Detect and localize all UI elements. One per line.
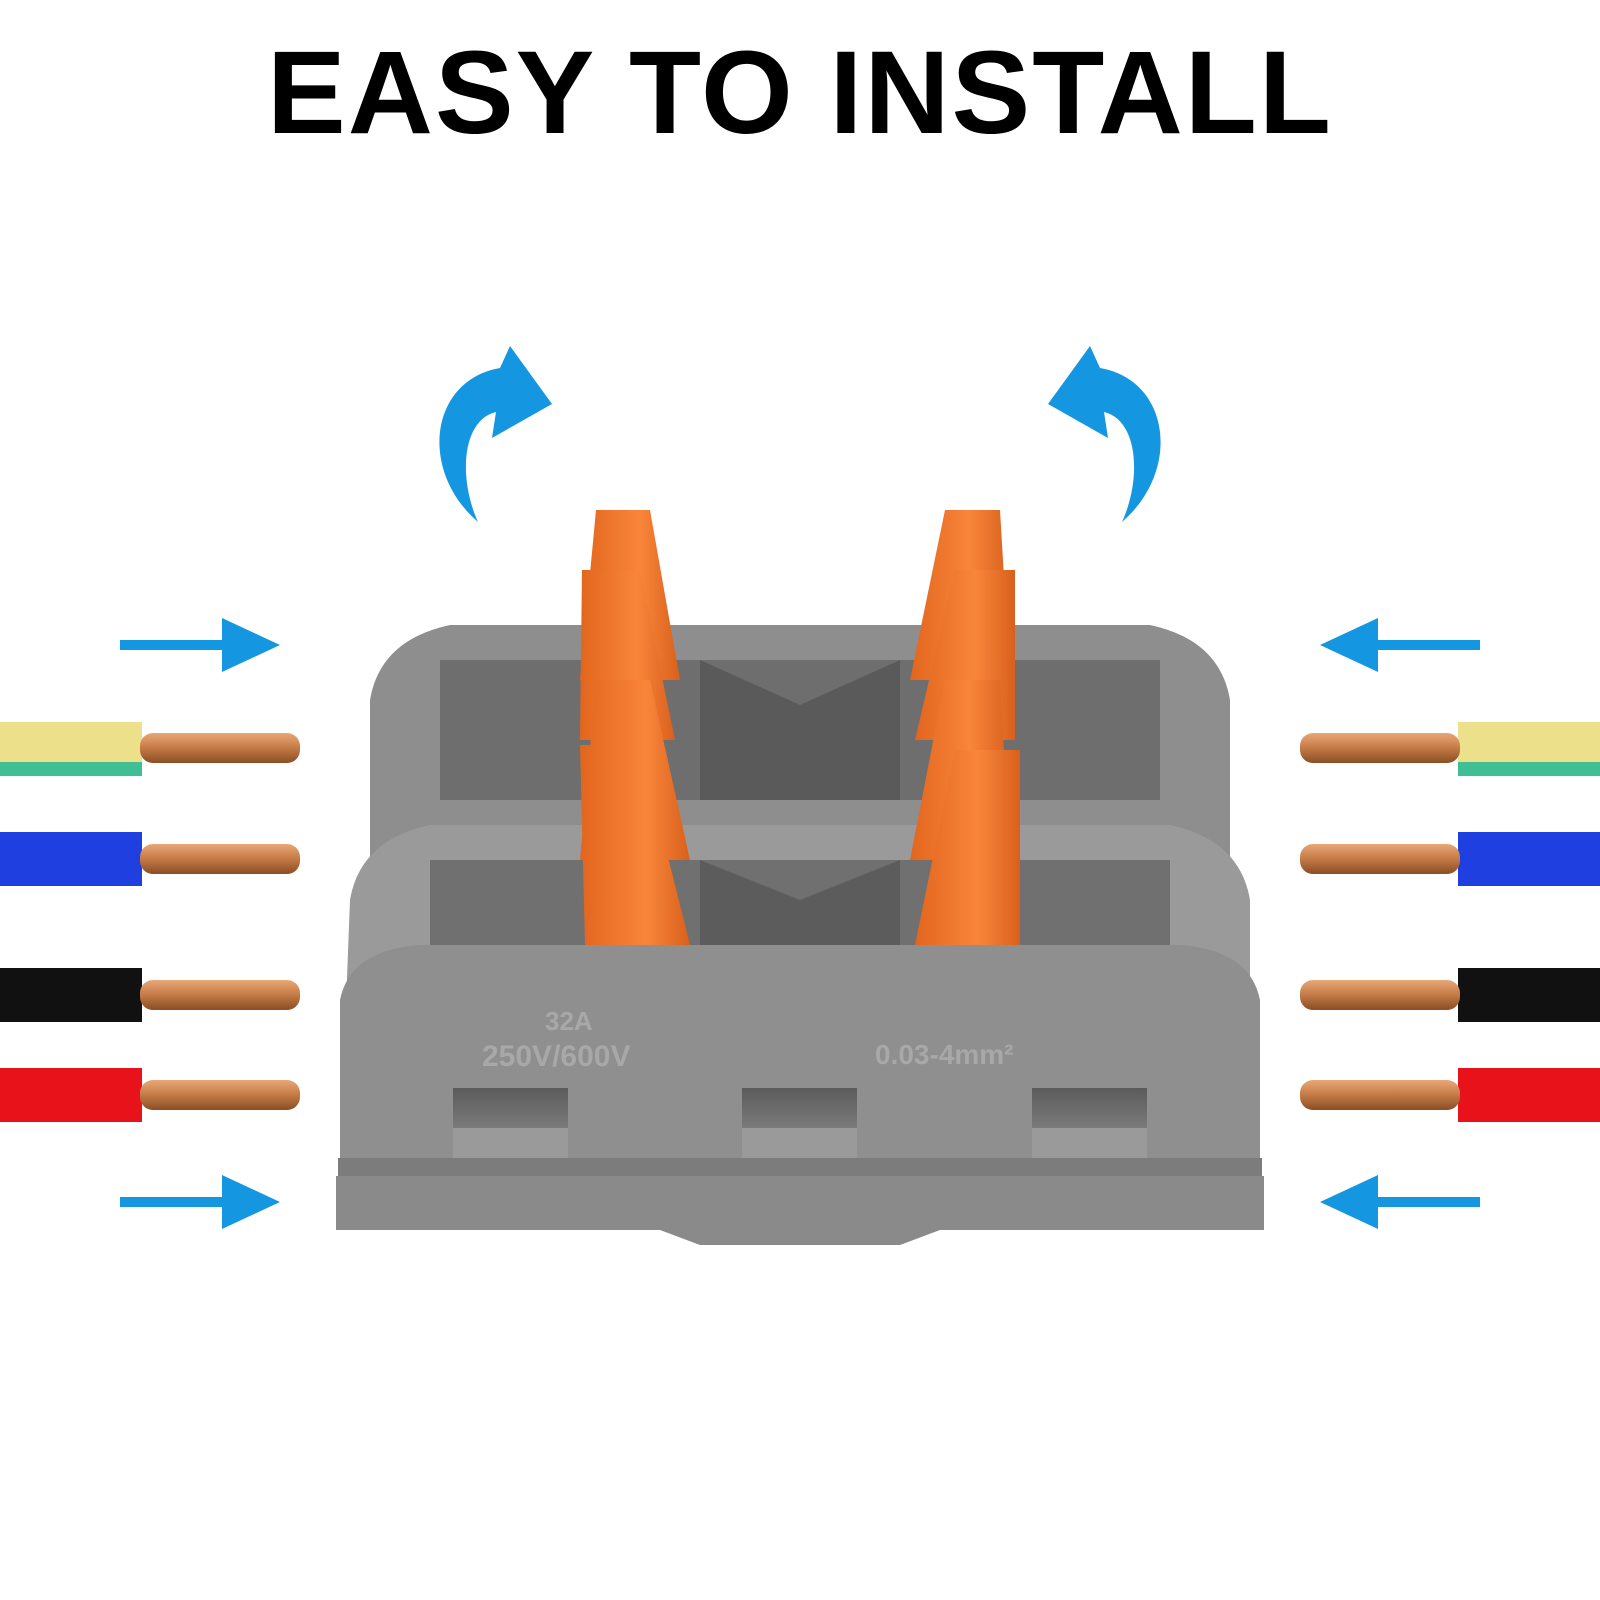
connector-front-body	[336, 825, 1264, 1245]
wire-right-yellow-green	[1300, 722, 1600, 776]
lever-front-right	[910, 680, 1020, 945]
emboss-voltage: 250V/600V	[482, 1040, 630, 1073]
push-arrow-icon-left-top	[120, 618, 280, 672]
connector-back-body	[370, 625, 1230, 860]
test-slot-right	[1032, 1088, 1147, 1158]
wire-left-yellow-green	[0, 722, 300, 776]
test-slot-left	[453, 1088, 568, 1158]
lever-open-arrow-icon-right	[1048, 346, 1161, 522]
push-arrow-icon-right-top	[1320, 618, 1480, 672]
wire-right-red	[1300, 1068, 1600, 1122]
test-slot-center	[742, 1088, 857, 1158]
wire-left-blue	[0, 832, 300, 886]
push-arrow-icon-left-bottom	[120, 1175, 280, 1229]
wire-right-blue	[1300, 832, 1600, 886]
emboss-wire-range: 0.03-4mm²	[875, 1039, 1014, 1070]
emboss-current: 32A	[545, 1006, 593, 1036]
wire-right-black	[1300, 968, 1600, 1022]
lever-open-arrow-icon-left	[439, 346, 552, 522]
headline: EASY TO INSTALL	[267, 27, 1333, 159]
wire-left-red	[0, 1068, 300, 1122]
wire-left-black	[0, 968, 300, 1022]
push-arrow-icon-right-bottom	[1320, 1175, 1480, 1229]
lever-front-left	[580, 680, 690, 945]
